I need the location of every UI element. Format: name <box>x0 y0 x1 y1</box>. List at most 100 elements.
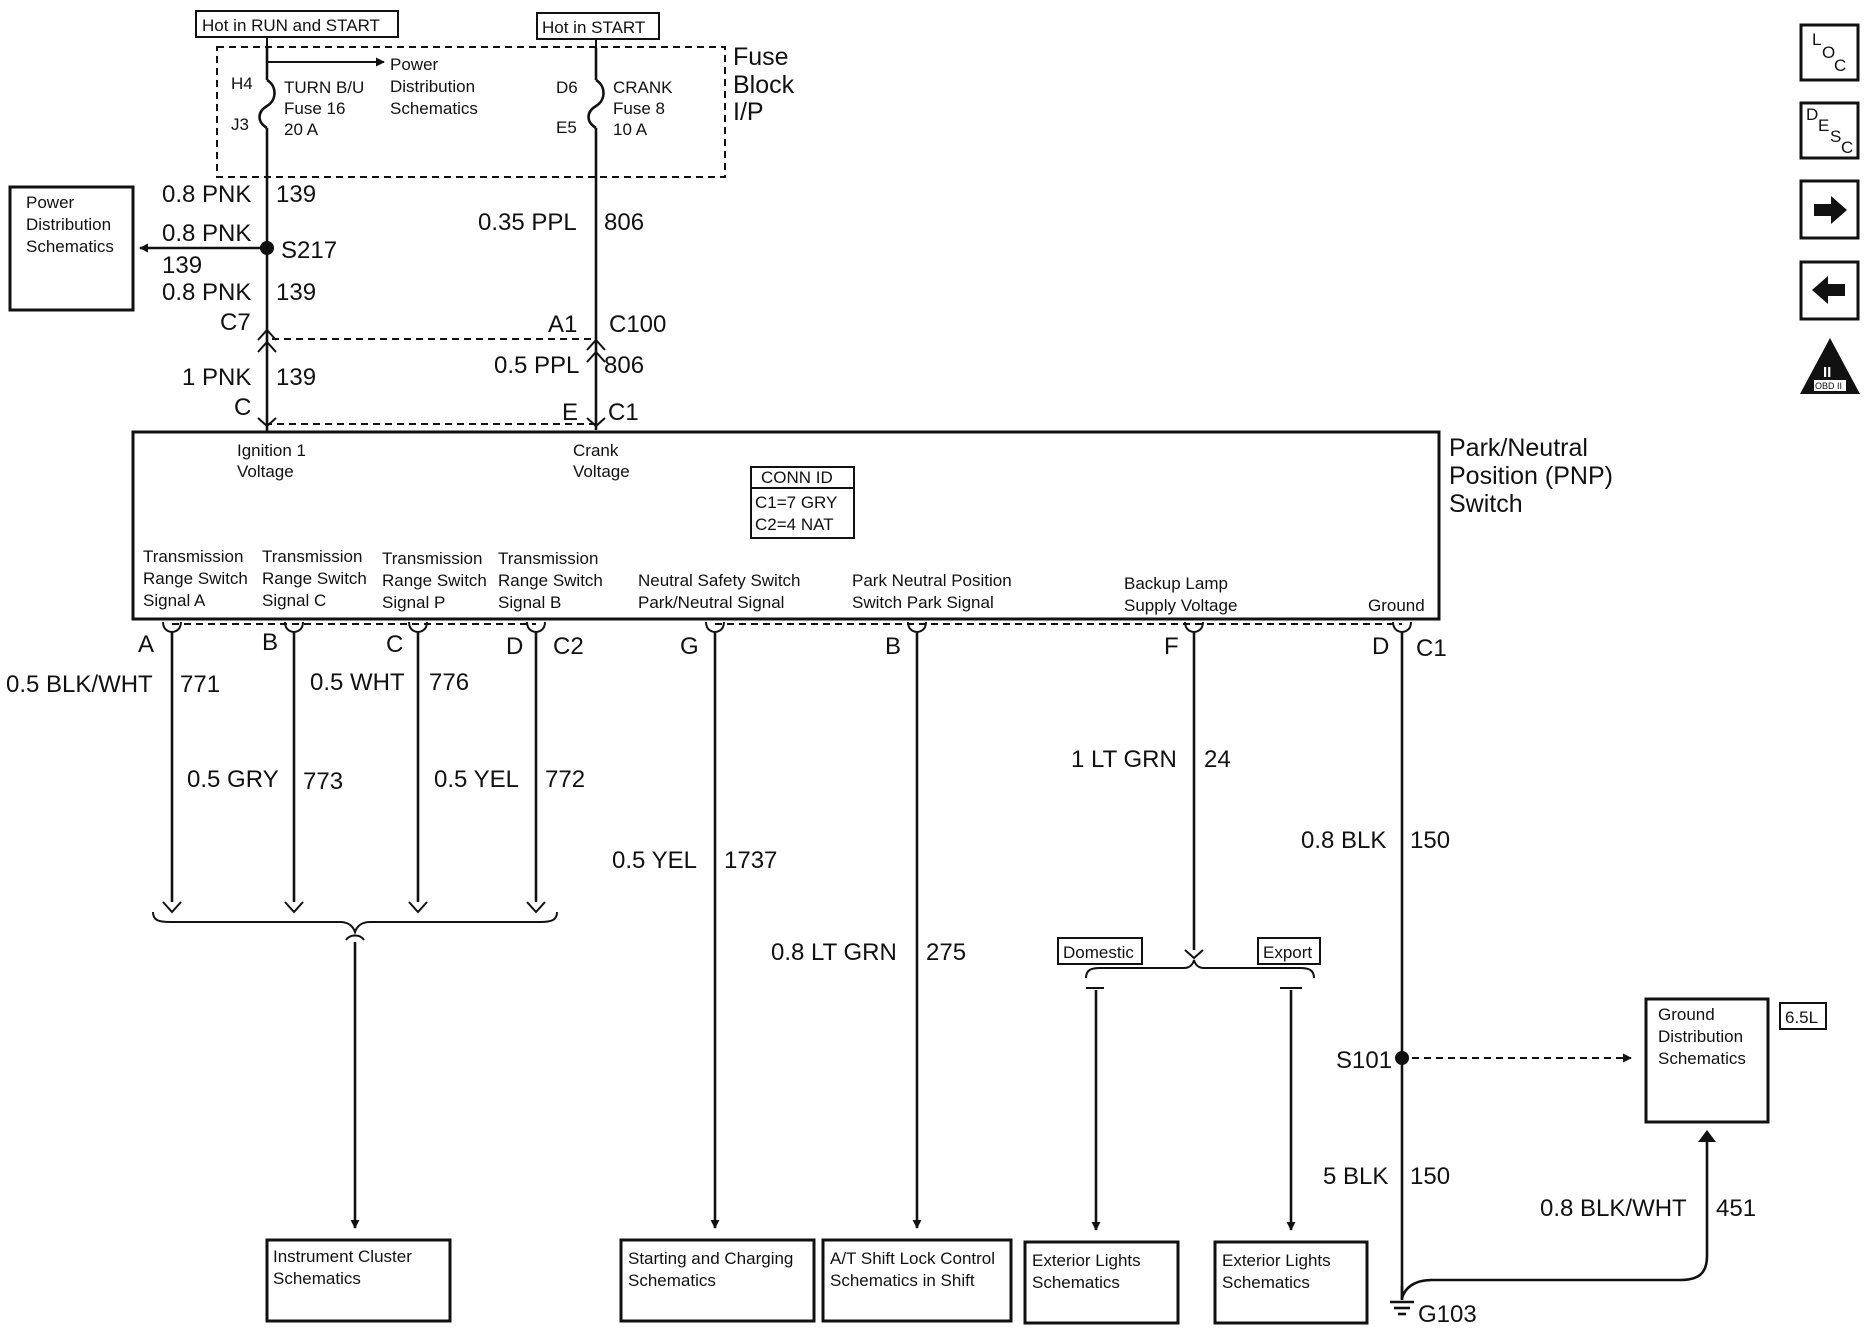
svg-text:E: E <box>1818 116 1829 135</box>
wire-150: 0.8 BLK 150 S101 5 BLK 150 <box>1301 632 1632 1300</box>
ref-shift-lock: A/T Shift Lock Control Schematics in Shi… <box>821 1238 1013 1323</box>
svg-text:Park/Neutral Signal: Park/Neutral Signal <box>638 593 784 612</box>
wires-transmission-range <box>152 632 558 1229</box>
svg-text:Transmission: Transmission <box>498 549 598 568</box>
svg-text:L: L <box>1812 30 1821 49</box>
pin-label-signal-b: Transmission Range Switch Signal B <box>498 549 603 612</box>
desc-button[interactable]: D E S C <box>1799 101 1860 160</box>
svg-text:H4: H4 <box>231 74 253 93</box>
ground-g103: G103 <box>1390 1286 1477 1328</box>
svg-text:C7: C7 <box>220 309 251 336</box>
svg-text:TURN B/U: TURN B/U <box>284 78 364 97</box>
wire-1737: 0.5 YEL 1737 <box>612 632 777 1229</box>
pin-label-signal-c: Transmission Range Switch Signal C <box>262 547 367 610</box>
svg-text:D: D <box>1806 105 1818 124</box>
wire-451: 0.8 BLK/WHT 451 <box>1400 1130 1756 1299</box>
svg-text:G103: G103 <box>1418 1301 1477 1328</box>
svg-text:A: A <box>138 631 154 658</box>
svg-text:II: II <box>1823 364 1831 381</box>
svg-text:24: 24 <box>1204 746 1231 773</box>
svg-text:Ground: Ground <box>1368 596 1425 615</box>
svg-text:773: 773 <box>303 768 343 795</box>
prev-button[interactable] <box>1799 260 1860 321</box>
power-distribution-ref-fuse: Power Distribution Schematics <box>390 55 478 118</box>
svg-text:Signal B: Signal B <box>498 593 561 612</box>
svg-text:Transmission: Transmission <box>382 549 482 568</box>
svg-text:0.5 WHT: 0.5 WHT <box>310 669 405 696</box>
svg-text:I/P: I/P <box>733 98 764 126</box>
svg-text:Transmission: Transmission <box>262 547 362 566</box>
loc-button[interactable]: L O C <box>1799 23 1860 82</box>
wire-24: 1 LT GRN 24 <box>1071 632 1315 1231</box>
svg-text:Position (PNP): Position (PNP) <box>1449 462 1613 490</box>
svg-text:Fuse 16: Fuse 16 <box>284 99 345 118</box>
svg-text:Fuse 8: Fuse 8 <box>613 99 665 118</box>
svg-text:Schematics in Shift: Schematics in Shift <box>830 1271 975 1290</box>
ref-exterior-lights-export: Exterior Lights Schematics <box>1213 1240 1369 1325</box>
connector-c1-bottom: G B F D C1 <box>680 621 1447 662</box>
svg-text:776: 776 <box>429 669 469 696</box>
svg-text:C: C <box>386 631 403 658</box>
wire-labels-transmission-range: 0.5 BLK/WHT 771 0.5 GRY 773 0.5 WHT 776 … <box>6 669 585 795</box>
ref-instrument-cluster: Instrument Cluster Schematics <box>265 1238 452 1323</box>
svg-text:D6: D6 <box>556 78 578 97</box>
svg-text:C1=7 GRY: C1=7 GRY <box>755 493 837 512</box>
svg-text:D: D <box>1372 633 1389 660</box>
svg-text:20 A: 20 A <box>284 120 319 139</box>
svg-text:139: 139 <box>276 279 316 306</box>
svg-text:G: G <box>680 633 699 660</box>
svg-text:B: B <box>262 629 278 656</box>
svg-text:Schematics: Schematics <box>1222 1273 1310 1292</box>
svg-text:Distribution: Distribution <box>1658 1027 1743 1046</box>
tag-hot-run-start: Hot in RUN and START <box>195 10 399 38</box>
svg-text:C2=4 NAT: C2=4 NAT <box>755 515 834 534</box>
svg-text:Domestic: Domestic <box>1063 943 1134 962</box>
svg-text:Range Switch: Range Switch <box>498 571 603 590</box>
svg-text:Schematics: Schematics <box>628 1271 716 1290</box>
svg-text:150: 150 <box>1410 827 1450 854</box>
svg-text:Schematics: Schematics <box>273 1269 361 1288</box>
svg-text:J3: J3 <box>231 115 249 134</box>
svg-text:A/T Shift Lock Control: A/T Shift Lock Control <box>830 1249 995 1268</box>
pin-label-signal-p: Transmission Range Switch Signal P <box>382 549 487 612</box>
svg-text:Switch: Switch <box>1449 490 1523 518</box>
svg-text:139: 139 <box>276 181 316 208</box>
crank-fuse-8: D6 E5 CRANK Fuse 8 10 A <box>556 48 673 360</box>
svg-text:0.5 BLK/WHT: 0.5 BLK/WHT <box>6 671 153 698</box>
svg-text:771: 771 <box>180 671 220 698</box>
obd-ii-button[interactable]: II OBD II <box>1800 338 1860 394</box>
svg-text:Schematics: Schematics <box>1032 1273 1120 1292</box>
svg-text:150: 150 <box>1410 1163 1450 1190</box>
svg-text:Schematics: Schematics <box>390 99 478 118</box>
svg-text:1 LT GRN: 1 LT GRN <box>1071 746 1177 773</box>
next-button[interactable] <box>1799 179 1860 240</box>
pin-label-ground: Ground <box>1368 596 1425 615</box>
svg-text:D: D <box>506 633 523 660</box>
svg-text:806: 806 <box>604 352 644 379</box>
tag-6-5l: 6.5L <box>1779 1002 1827 1030</box>
svg-text:A1: A1 <box>548 311 577 338</box>
svg-text:Voltage: Voltage <box>573 462 630 481</box>
svg-text:E5: E5 <box>556 118 577 137</box>
svg-text:C100: C100 <box>609 311 666 338</box>
svg-text:0.8 PNK: 0.8 PNK <box>162 181 251 208</box>
svg-text:275: 275 <box>926 939 966 966</box>
svg-text:Export: Export <box>1263 943 1312 962</box>
svg-text:Supply Voltage: Supply Voltage <box>1124 596 1237 615</box>
svg-text:Power: Power <box>390 55 439 74</box>
svg-text:O: O <box>1822 43 1835 62</box>
svg-text:Range Switch: Range Switch <box>382 571 487 590</box>
connector-c2: A B C D C2 <box>138 621 584 660</box>
svg-text:Range Switch: Range Switch <box>143 569 248 588</box>
svg-text:10 A: 10 A <box>613 120 648 139</box>
svg-text:0.8 PNK: 0.8 PNK <box>162 279 251 306</box>
svg-text:1737: 1737 <box>724 847 777 874</box>
svg-text:B: B <box>885 633 901 660</box>
pin-label-signal-a: Transmission Range Switch Signal A <box>143 547 248 610</box>
power-distribution-ref-left: Power Distribution Schematics <box>8 185 135 312</box>
connector-c1-top: C E C1 <box>234 394 639 428</box>
svg-text:0.8 LT GRN: 0.8 LT GRN <box>771 939 897 966</box>
svg-text:139: 139 <box>276 364 316 391</box>
svg-text:Ground: Ground <box>1658 1005 1715 1024</box>
svg-text:772: 772 <box>545 766 585 793</box>
